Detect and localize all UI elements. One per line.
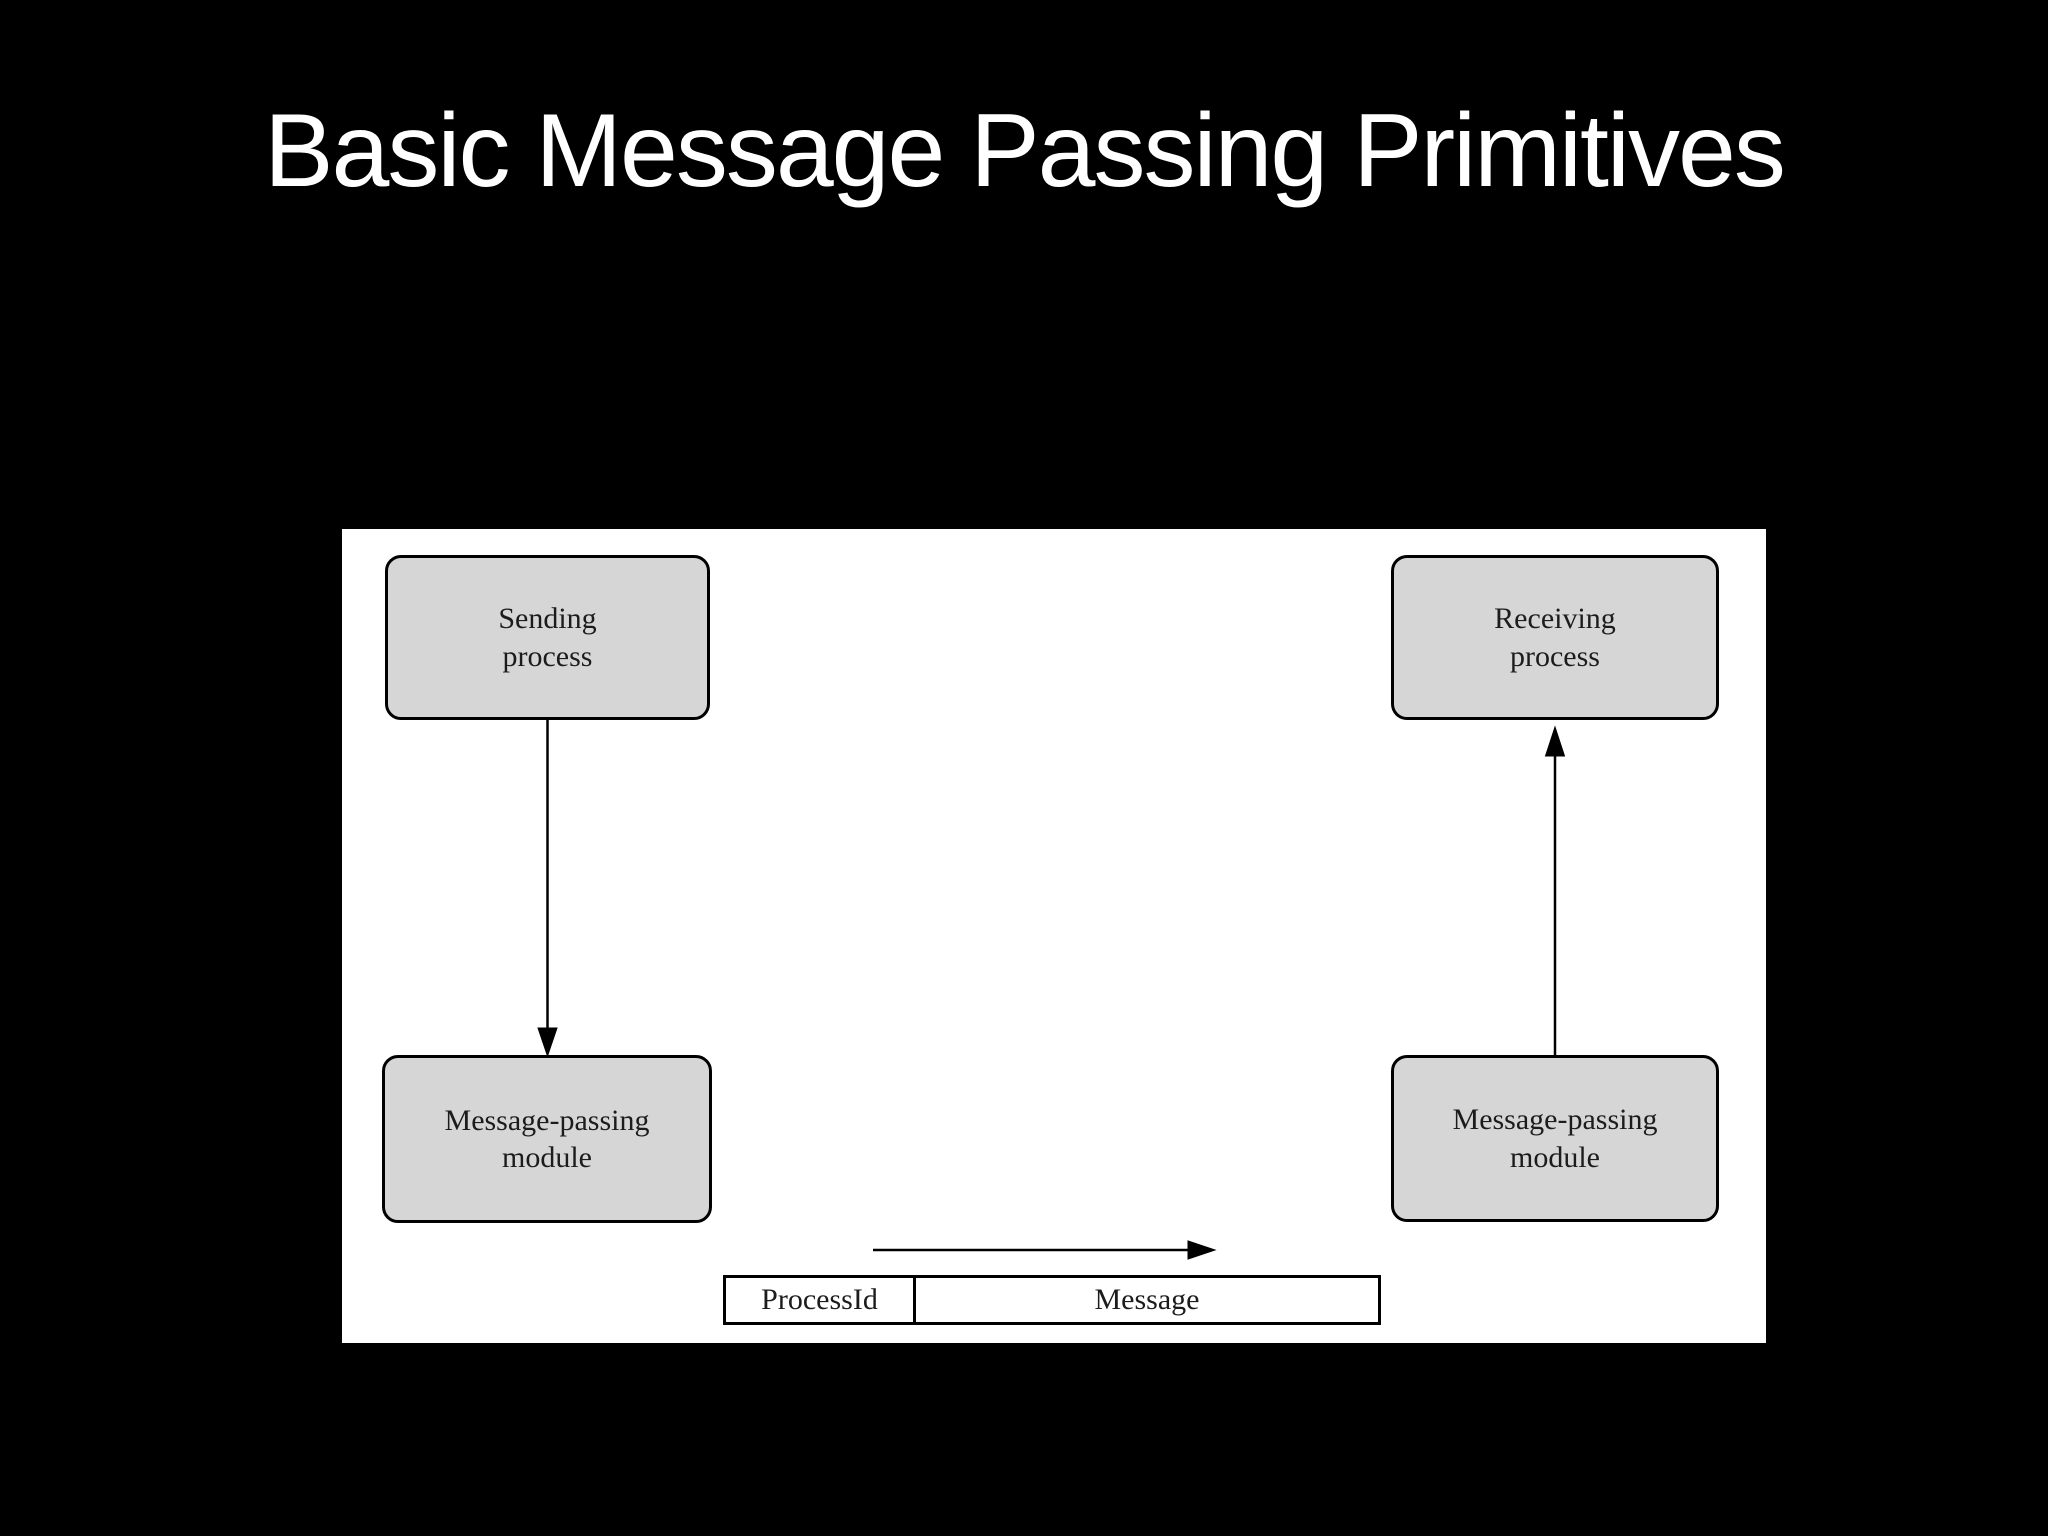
send-down-arrow <box>537 720 558 1058</box>
message-packet-table: ProcessId Message <box>723 1275 1381 1325</box>
receiving-process-box: Receiving process <box>1391 555 1719 720</box>
packet-message-cell: Message <box>1094 1283 1200 1316</box>
receive-up-arrow <box>1544 725 1566 1055</box>
sending-process-box: Sending process <box>385 555 710 720</box>
packet-processid-cell: ProcessId <box>726 1278 916 1322</box>
right-message-passing-module-box: Message-passing module <box>1391 1055 1719 1222</box>
message-transfer-right-arrow <box>873 1240 1217 1260</box>
slide-title: Basic Message Passing Primitives <box>264 93 1786 209</box>
left-message-passing-module-box: Message-passing module <box>382 1055 712 1223</box>
diagram-panel: Sending process Receiving process Messag… <box>342 529 1766 1343</box>
